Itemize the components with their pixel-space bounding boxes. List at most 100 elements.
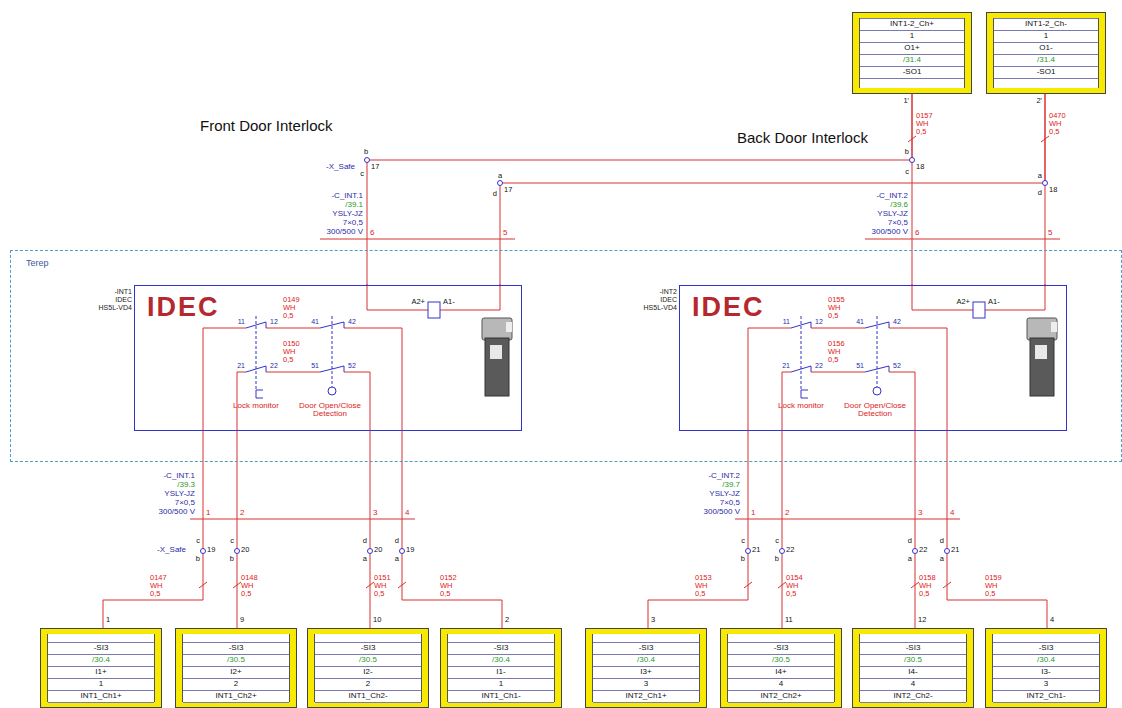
schematic-label: 4 (950, 509, 954, 517)
terminal-box: -SI3/30.5I4-4INT2_Ch2- (852, 628, 974, 708)
contact-number: 12 (270, 318, 278, 325)
schematic-label: b (364, 148, 368, 156)
schematic-label: A2+ (956, 298, 970, 306)
schematic-label: c (775, 537, 779, 545)
schematic-label: -X_Safe (326, 163, 355, 171)
switch-key (506, 322, 512, 332)
terminal-text: /31.4 (860, 55, 964, 67)
terminal-text: I1+ (48, 667, 154, 679)
brand-logo: IDEC (692, 292, 765, 322)
wire-number: 0157 WH 0,5 (916, 112, 933, 136)
schematic-label: 1 (106, 616, 110, 624)
terminal-text: /30.4 (448, 655, 554, 667)
terminal-text: /30.5 (183, 655, 289, 667)
device-heading: -INT1IDECHS5L-VD4 (99, 288, 132, 312)
schematic-label: 20 (241, 546, 249, 554)
schematic-label: d (908, 537, 912, 545)
contact-number: 52 (893, 362, 901, 369)
wire-number: 0151 WH 0,5 (374, 574, 391, 598)
contact-number: 51 (856, 362, 864, 369)
schematic-label: A1- (443, 298, 455, 306)
terminal-text: 3 (993, 679, 1099, 691)
schematic-label: b (196, 555, 200, 563)
schematic-label: d (493, 190, 497, 198)
schematic-label: c (741, 537, 745, 545)
schematic-label: b (775, 555, 779, 563)
terminal-text: I4- (860, 667, 966, 679)
schematic-label: c (196, 537, 200, 545)
terminal-face: -SI3/30.4I1+1INT1_Ch1+ (47, 634, 155, 702)
terminal-face: INT1-2_Ch-1O1-/31.4-SO1 (993, 18, 1099, 88)
wire-number: 0156 WH 0,5 (828, 340, 845, 364)
terminal-points (365, 158, 1048, 186)
terminal-text: /30.4 (593, 655, 699, 667)
schematic-label: c (230, 537, 234, 545)
brand-logo: IDEC (147, 292, 220, 322)
schematic-label: -C_INT.2 (876, 192, 908, 200)
schematic-label: 3 (373, 509, 377, 517)
terminal-text: I2- (315, 667, 421, 679)
terminal-face: -SI3/30.5I2+2INT1_Ch2+ (182, 634, 290, 702)
contact-number: 11 (783, 318, 790, 325)
contact-number: 41 (856, 318, 864, 325)
terminal-text: 4 (728, 679, 834, 691)
terminal-text: /30.5 (315, 655, 421, 667)
contact-number: 51 (311, 362, 319, 369)
schematic-label: -C_INT.1 (163, 472, 195, 480)
schematic-label: 20 (374, 546, 382, 554)
schematic-label: 1' (903, 97, 909, 105)
terminal-text: O1- (994, 43, 1098, 55)
wire-connector (237, 431, 238, 628)
terminal-face: INT1-2_Ch+1O1+/31.4-SO1 (859, 18, 965, 88)
wire-connector (500, 94, 1045, 285)
terminal-text: INT2_Ch1- (993, 691, 1099, 703)
wire-number: 0154 WH 0,5 (786, 574, 803, 598)
terminal-text: -SI3 (48, 642, 154, 655)
terminal-text: INT2_Ch1+ (593, 691, 699, 703)
terminal-box: INT1-2_Ch+1O1+/31.4-SO1 (852, 12, 972, 94)
schematic-label: 21 (752, 546, 760, 554)
terminal-text: INT1_Ch1+ (48, 691, 154, 703)
wire-number: 0150 WH 0,5 (283, 340, 300, 364)
terminal-text: 1 (994, 31, 1098, 43)
device-heading: -INT2IDECHS5L-VD4 (644, 288, 677, 312)
section-heading: Back Door Interlock (737, 130, 868, 146)
schematic-label: Lock monitor (778, 402, 824, 410)
terminal-text: I4+ (728, 667, 834, 679)
wire-connector (782, 431, 783, 628)
schematic-label: c (905, 168, 909, 176)
terminal-face: -SI3/30.4I3+3INT2_Ch1+ (592, 634, 700, 702)
schematic-label: -X_Safe (157, 546, 186, 554)
schematic-label: 7×0,5 (720, 499, 740, 507)
schematic-label: 5 (503, 229, 507, 237)
wire-number: 0152 WH 0,5 (440, 574, 457, 598)
terminal-text: 4 (860, 679, 966, 691)
terminal-text: /30.4 (993, 655, 1099, 667)
wire-connector (947, 431, 1047, 628)
wire-number: 0158 WH 0,5 (919, 574, 936, 598)
schematic-label: a (498, 172, 502, 180)
wire-tick (908, 136, 1049, 142)
schematic-label: 7×0,5 (175, 499, 195, 507)
schematic-label: YSLY-JZ (877, 210, 908, 218)
schematic-label: 22 (919, 546, 927, 554)
terminal-text: O1+ (860, 43, 964, 55)
terminal-point (1043, 181, 1048, 186)
lock-monitor-symbol (256, 390, 263, 398)
schematic-label: b (230, 555, 234, 563)
terminal-text: 1 (448, 679, 554, 691)
switch-body (485, 338, 509, 396)
schematic-label: 7×0,5 (888, 219, 908, 227)
schematic-label: Door Open/Close Detection (296, 402, 364, 419)
device-tag: IDEC (99, 296, 132, 304)
wire-connector (915, 431, 916, 628)
wire-number: 0159 WH 0,5 (985, 574, 1002, 598)
contact-number: 11 (238, 318, 245, 325)
terminal-text: INT1_Ch2- (315, 691, 421, 703)
terminal-text: -SI3 (315, 642, 421, 655)
schematic-label: /39.6 (890, 201, 908, 209)
schematic-label: 300/500 V (327, 228, 363, 236)
terminal-point (400, 549, 405, 554)
